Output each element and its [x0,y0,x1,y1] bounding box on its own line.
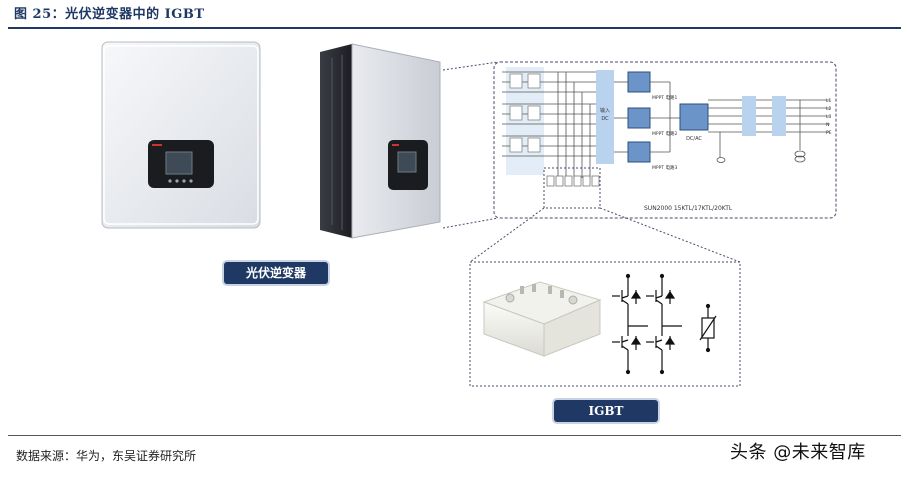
igbt-zoom-lines [469,207,741,263]
mppt-blocks: MPPT 电路1 MPPT 电路2 MPPT 电路3 [627,71,677,171]
igbt-circuit-symbol [612,273,717,375]
figure-title: 图 25：光伏逆变器中的 IGBT [14,7,205,22]
igbt-label: IGBT [554,400,658,422]
mppt-label-1: MPPT 电路1 [652,94,677,101]
svg-text:L3: L3 [826,114,832,120]
inverter-front-image [101,41,261,229]
svg-text:L1: L1 [826,98,832,104]
svg-text:输入: 输入 [600,107,610,114]
inverter-angled-image [320,43,441,239]
dcac-block [679,103,709,131]
watermark: 头条 @未来智库 [730,442,866,463]
svg-text:DC/AC: DC/AC [686,136,702,142]
igbt-inset [469,261,741,387]
mppt-label-3: MPPT 电路3 [652,164,677,171]
source-note: 数据来源：华为，东吴证券研究所 [16,449,197,463]
inverter-label: 光伏逆变器 [224,262,328,284]
igbt-module-image [482,281,602,357]
svg-text:L2: L2 [826,106,832,112]
svg-text:PE: PE [826,130,832,136]
svg-text:DC: DC [601,116,609,122]
zoom-connector-lines [442,61,499,229]
svg-text:N: N [826,122,829,128]
title-rule [8,27,901,29]
circuit-schematic: 输入 DC MPPT 电路1 MPPT 电路2 MPPT 电路3 DC/AC L… [493,61,837,219]
schematic-model: SUN2000 15KTL/17KTL/20KTL [644,205,733,212]
mppt-label-2: MPPT 电路2 [652,130,677,137]
source-rule [8,435,901,436]
